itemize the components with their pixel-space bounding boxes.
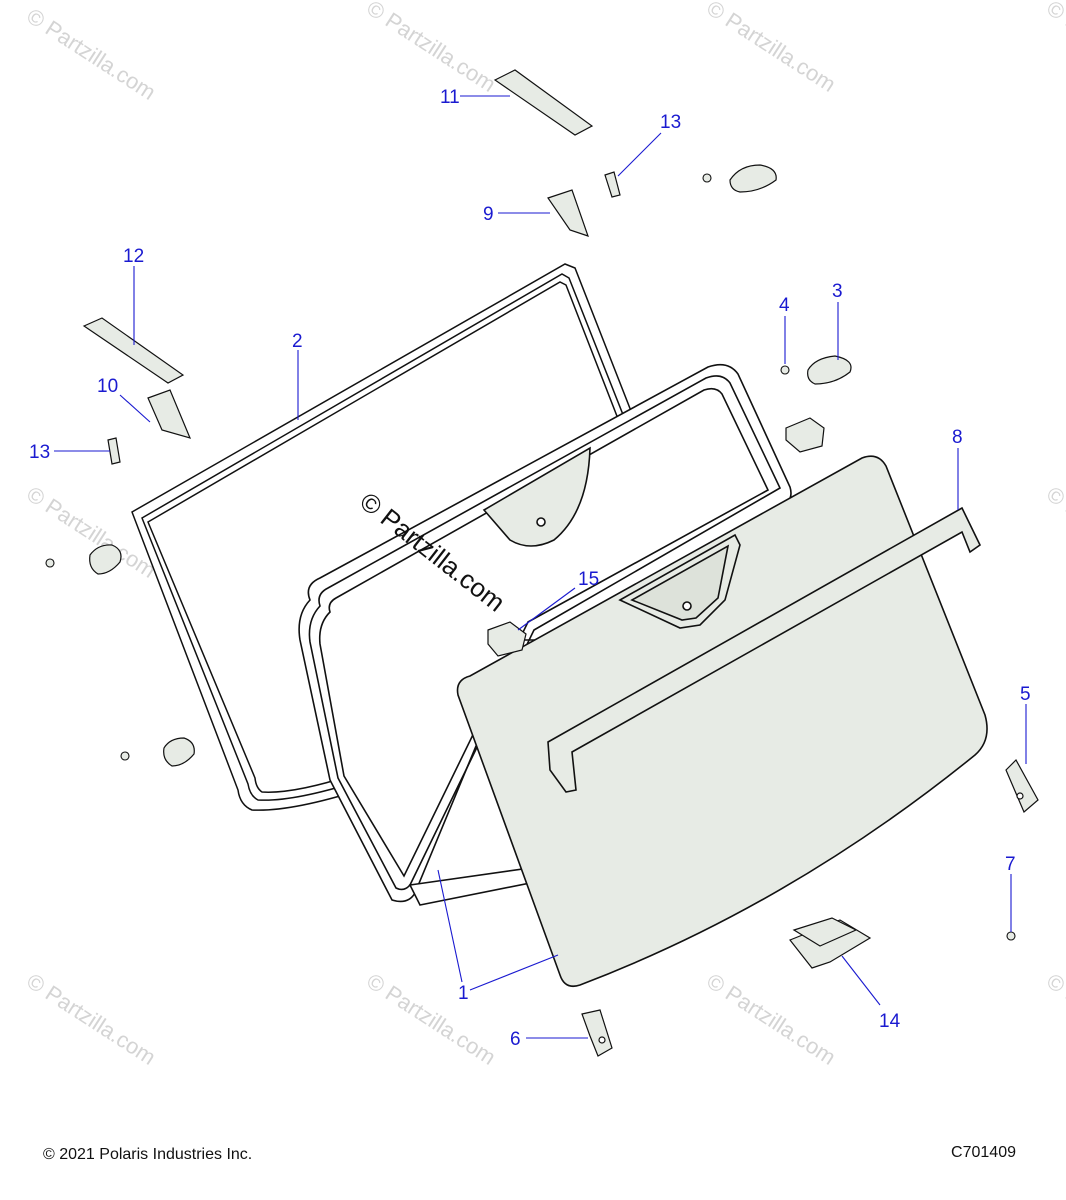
part-7-nut	[1006, 931, 1016, 941]
part-4-nut	[45, 173, 790, 761]
callout-label: 3	[832, 281, 843, 302]
callout-8: 8	[952, 427, 963, 510]
part-9-shim	[547, 189, 589, 237]
callout-label: 15	[578, 569, 599, 590]
watermark-text: © Partzilla.com	[1042, 968, 1066, 1070]
watermark-text: © Partzilla.com	[702, 968, 840, 1070]
callout-1: 1	[437, 869, 559, 1004]
callout-label: 14	[879, 1011, 901, 1032]
part-5-bracket	[1005, 759, 1039, 813]
callout-label: 4	[779, 295, 790, 316]
callout-label: 11	[440, 87, 460, 108]
watermark-text: © Partzilla.com	[22, 968, 160, 1070]
callout-10: 10	[97, 376, 151, 423]
copyright-text: © 2021 Polaris Industries Inc.	[43, 1146, 253, 1163]
callout-label: 12	[123, 246, 144, 267]
part-3-clip	[89, 164, 852, 767]
callout-9: 9	[483, 204, 550, 225]
watermark-text: © Partzilla.com	[362, 968, 500, 1070]
part-11-tape-strip	[493, 69, 594, 136]
drawing-number: C701409	[951, 1144, 1016, 1161]
callout-label: 7	[1005, 854, 1016, 875]
callout-label: 13	[660, 112, 681, 133]
callout-label: 1	[458, 983, 469, 1004]
callout-13b: 13	[29, 442, 110, 463]
callout-label: 9	[483, 204, 494, 225]
part-8-windshield-panel	[456, 455, 988, 988]
part-6-bracket	[581, 1009, 613, 1057]
callout-6: 6	[510, 1029, 588, 1050]
watermark-text: © Partzilla.com	[1042, 481, 1066, 583]
watermark-text: © Partzilla.com	[1042, 0, 1066, 97]
callout-label: 13	[29, 442, 50, 463]
callout-5: 5	[1020, 684, 1031, 764]
callout-label: 5	[1020, 684, 1031, 705]
watermark-text: © Partzilla.com	[362, 0, 500, 97]
watermark-text: © Partzilla.com	[22, 3, 160, 105]
callout-12: 12	[123, 246, 144, 345]
part-14-mount-bracket	[789, 917, 872, 969]
callout-4: 4	[779, 295, 790, 364]
callout-label: 6	[510, 1029, 521, 1050]
callout-13a: 13	[617, 112, 681, 177]
part-12-tape-strip	[82, 317, 185, 384]
callout-2: 2	[292, 331, 303, 420]
part-13-spacer	[107, 171, 621, 465]
part-10-shim	[147, 389, 192, 439]
callout-15: 15	[517, 569, 599, 631]
callout-label: 2	[292, 331, 303, 352]
watermark-text: © Partzilla.com	[702, 0, 840, 97]
callout-label: 8	[952, 427, 963, 448]
callout-3: 3	[832, 281, 843, 360]
callout-7: 7	[1005, 854, 1016, 932]
callout-label: 10	[97, 376, 118, 397]
callout-11: 11	[440, 87, 510, 108]
callout-14: 14	[841, 955, 901, 1032]
